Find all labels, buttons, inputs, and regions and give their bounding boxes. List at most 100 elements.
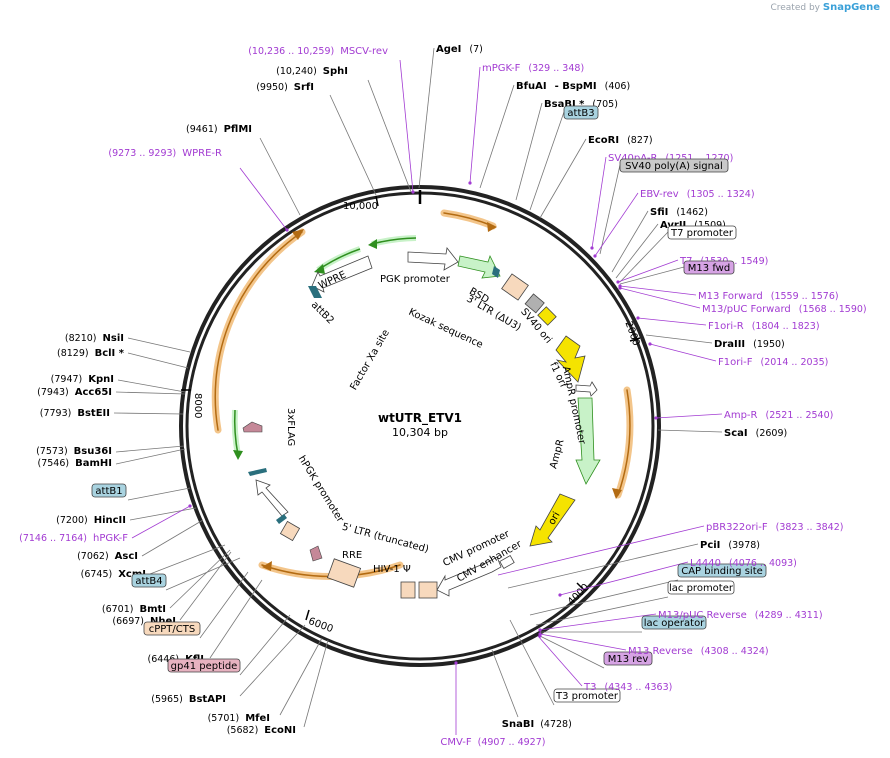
plasmid-size: 10,304 bp <box>392 426 448 439</box>
backbone-outer <box>179 185 661 667</box>
ltr3-label: 3' LTR (ΔU3) <box>464 294 522 334</box>
green-arrowheads <box>233 239 377 460</box>
site-position: (705) <box>592 99 618 110</box>
enzyme-label: BsaBI * <box>544 99 585 110</box>
site-position: (1305 .. 1324) <box>687 189 755 200</box>
feature-box-label: T7 promoter <box>670 228 734 239</box>
tick-label: 2000 <box>622 320 641 348</box>
site-position: (329 .. 348) <box>528 63 584 74</box>
enzyme-label: SfiI <box>650 207 668 218</box>
label-leaders <box>113 47 723 735</box>
feature-box <box>667 225 737 240</box>
site-position: (9950) <box>256 82 288 93</box>
tick-label: 8000 <box>192 393 203 418</box>
credit-text: Created by <box>770 3 820 13</box>
feature-box <box>143 621 201 636</box>
feature-box-label: M13 fwd <box>688 263 730 274</box>
hpgk-promoter-label: hPGK promoter <box>296 454 346 525</box>
enzyme-label: AvrII <box>660 220 686 231</box>
site-position: (7) <box>469 44 482 55</box>
site-position: (6446) <box>148 654 180 665</box>
site-position: (6697) <box>112 616 144 627</box>
enzyme-label: BstAPI <box>189 694 226 705</box>
site-position: (7573) <box>36 446 68 457</box>
snapgene-logo: SnapGene <box>822 2 880 13</box>
primer-label: SV40pA-R <box>608 153 657 164</box>
site-position: (2609) <box>756 428 788 439</box>
inner-features <box>242 247 601 599</box>
site-position: (1462) <box>676 207 708 218</box>
primer-label: M13 Forward <box>698 291 763 302</box>
site-position: (4728) <box>540 719 572 730</box>
enzyme-label: BstEII <box>77 408 110 419</box>
enzyme-label: Bsu36I <box>74 446 112 457</box>
primer-label: M13/pUC Reverse <box>658 610 747 621</box>
primer-label: EBV-rev <box>640 189 679 200</box>
site-position: (1530 .. 1549) <box>700 256 768 267</box>
site-position: (4308 .. 4324) <box>701 646 769 657</box>
enzyme-label: DraIII <box>714 339 745 350</box>
feature-box-label: lac promoter <box>669 583 734 594</box>
enzyme-label: NheI <box>150 616 176 627</box>
feature-box-label: M13 rev <box>608 654 649 665</box>
feature-box <box>167 658 241 673</box>
ampr-label: AmpR <box>548 438 566 470</box>
site-position: (1804 .. 1823) <box>752 321 820 332</box>
pgk-promoter-label: PGK promoter <box>380 274 451 285</box>
feature-box-label: T3 promoter <box>555 691 619 702</box>
site-position: (2521 .. 2540) <box>766 410 834 421</box>
site-position: (10,236 .. 10,259) <box>248 46 334 57</box>
site-position: (5701) <box>208 713 240 724</box>
feature-box <box>563 105 599 120</box>
site-position: (827) <box>627 135 653 146</box>
site-position: (5682) <box>227 725 259 736</box>
enzyme-label: SrfI <box>294 82 314 93</box>
site-position: (406) <box>605 81 631 92</box>
enzyme-label: AscI <box>115 551 138 562</box>
site-position: (7062) <box>77 551 109 562</box>
orange-arrowheads <box>262 222 622 571</box>
primer-label: WPRE-R <box>182 148 222 159</box>
feature-box-label: CAP binding site <box>681 566 763 577</box>
site-position: (2014 .. 2035) <box>760 357 828 368</box>
feature-box <box>667 580 735 595</box>
site-position: (7943) <box>37 387 69 398</box>
flag-label: 3xFLAG <box>285 408 296 446</box>
primer-label: CMV-F <box>440 737 471 748</box>
primer-label: pBR322ori-F <box>706 522 768 533</box>
feature-box <box>91 483 127 498</box>
enzyme-label: AgeI <box>436 44 461 55</box>
primer-label: F1ori-F <box>718 357 753 368</box>
enzyme-label: BmtI <box>139 604 166 615</box>
enzyme-label: BclI * <box>95 348 125 359</box>
site-position: (7793) <box>40 408 72 419</box>
enzyme-label: PflMI <box>224 124 252 135</box>
primer-label: mPGK-F <box>482 63 521 74</box>
enzyme-label: ScaI <box>724 428 748 439</box>
feature-box-label: attB1 <box>95 486 122 497</box>
primer-label: Amp-R <box>724 410 758 421</box>
feature-box <box>619 158 729 173</box>
enzyme-label: XcmI <box>118 569 146 580</box>
site-position: - BspMI <box>555 81 597 92</box>
site-position: (1559 .. 1576) <box>771 291 839 302</box>
site-position: (3978) <box>728 540 760 551</box>
site-position: (8210) <box>65 333 97 344</box>
enzyme-label: SnaBI <box>502 719 534 730</box>
feature-box-label: lac operator <box>644 618 705 629</box>
enzyme-label: HincII <box>94 515 126 526</box>
feature-box <box>131 573 167 588</box>
site-position: (8129) <box>57 348 89 359</box>
site-position: (3823 .. 3842) <box>776 522 844 533</box>
site-position: (1509) <box>694 220 726 231</box>
enzyme-label: SphI <box>323 66 348 77</box>
hiv-label: HIV-1 Ψ <box>373 564 411 575</box>
site-position: (1950) <box>753 339 785 350</box>
enzyme-label: EcoRI <box>588 135 619 146</box>
feature-box-label: SV40 poly(A) signal <box>625 161 723 172</box>
enzyme-label: Acc65I <box>75 387 112 398</box>
enzyme-label: PciI <box>700 540 720 551</box>
primer-label: T3 <box>583 682 596 693</box>
site-position: (1251 .. 1270) <box>665 153 733 164</box>
enzyme-label: KpnI <box>88 374 114 385</box>
